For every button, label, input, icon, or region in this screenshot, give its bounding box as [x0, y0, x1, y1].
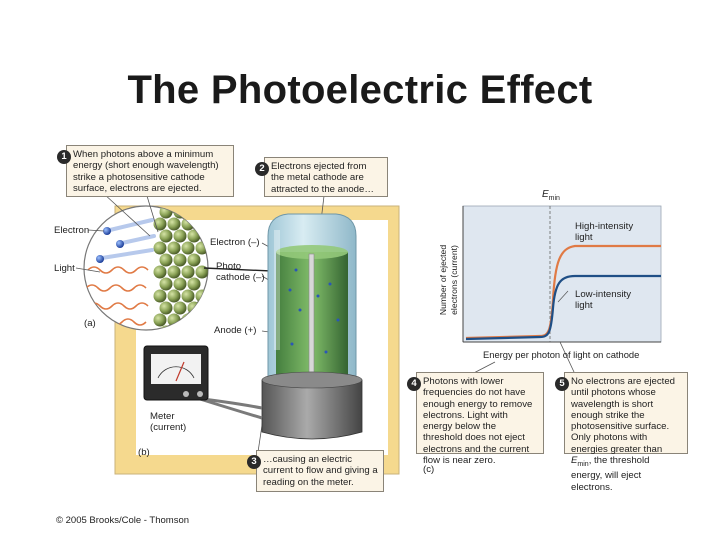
step-badge-5: 5: [555, 377, 569, 391]
meter-label-1: Meter: [150, 411, 175, 422]
panel-c-label: (c): [423, 464, 435, 475]
callout-1: When photons above a minimum energy (sho…: [66, 145, 234, 197]
emin-E: E: [542, 189, 549, 200]
electron-trails: [100, 218, 156, 260]
low-intensity-label-2: light: [575, 300, 593, 311]
callout-5-text-before: No electrons are ejected until photons w…: [571, 376, 675, 455]
meter-label-2: (current): [150, 422, 187, 433]
anode-label: Anode (+): [214, 325, 257, 336]
low-intensity-curve: [465, 274, 661, 341]
emin-sub: min: [548, 195, 560, 202]
callout-4: Photons with lower frequencies do not ha…: [416, 372, 544, 466]
step-badge-4: 4: [407, 377, 421, 391]
step-badge-2: 2: [255, 162, 269, 176]
vacuum-tube: [267, 213, 357, 386]
current-meter: [143, 345, 209, 401]
graph-panel: [462, 205, 662, 343]
graph-y-axis-label: Number of ejected electrons (current): [438, 220, 462, 340]
emin-label: Emin: [542, 189, 560, 204]
low-intensity-label-1: Low-intensity: [575, 289, 631, 300]
anode-rod: [308, 253, 315, 373]
tube-base: [261, 371, 363, 440]
light-label: Light: [54, 263, 75, 274]
high-intensity-label-1: High-intensity: [575, 221, 634, 232]
electron-label: Electron: [54, 225, 90, 236]
electrons: [96, 227, 124, 263]
step-badge-1: 1: [57, 150, 71, 164]
panel-b-label: (b): [138, 447, 150, 458]
electron-minus-label: Electron (–): [210, 237, 260, 248]
callout-3-text: …causing an electric current to flow and…: [263, 454, 378, 488]
callout-5: No electrons are ejected until photons w…: [564, 372, 688, 493]
slide-title: The Photoelectric Effect: [127, 68, 593, 112]
callout-3: …causing an electric current to flow and…: [256, 450, 384, 492]
y-label-line-2: electrons (current): [449, 245, 459, 315]
y-label-line-1: Number of ejected: [438, 244, 448, 316]
callout-2-text: Electrons ejected from the metal cathode…: [271, 161, 374, 195]
photo-cathode-label-1: Photo: [216, 261, 242, 272]
high-intensity-label-2: light: [575, 232, 593, 243]
graph-x-axis-label: Energy per photon of light on cathode: [483, 349, 640, 360]
callout-5-emin: E: [571, 455, 578, 467]
photo-cathode-label-2: cathode (–): [216, 272, 265, 283]
panel-a-label: (a): [84, 318, 96, 329]
step-badge-3: 3: [247, 455, 261, 469]
callout-1-text: When photons above a minimum energy (sho…: [73, 149, 219, 194]
callout-5-emin-sub: min: [577, 460, 589, 468]
callout-2: Electrons ejected from the metal cathode…: [264, 157, 388, 197]
copyright-notice: © 2005 Brooks/Cole - Thomson: [56, 515, 190, 526]
light-waves: [85, 266, 149, 326]
callout-5-text-after: , the threshold energy, will eject elect…: [571, 455, 650, 493]
callout-4-text: Photons with lower frequencies do not ha…: [423, 376, 533, 467]
